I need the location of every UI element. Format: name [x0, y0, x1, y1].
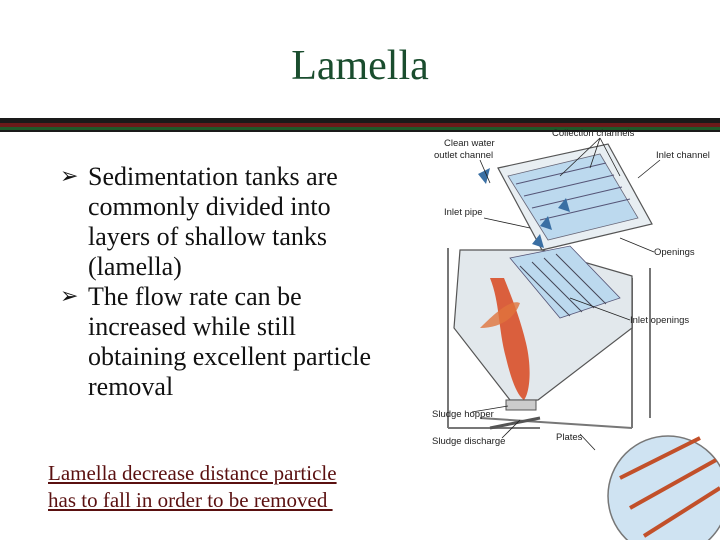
- bullet-item: ➢ Sedimentation tanks are commonly divid…: [60, 162, 380, 282]
- label-openings: Openings: [654, 247, 695, 258]
- footnote: Lamella decrease distance particle has t…: [48, 461, 337, 512]
- label-sludge-discharge: Sludge discharge: [432, 436, 505, 447]
- label-inlet-channel: Inlet channel: [656, 150, 710, 161]
- header-divider-bottom: [0, 130, 720, 132]
- sludge-region: [490, 278, 530, 400]
- header-divider: [0, 118, 720, 123]
- flow-arrows: [478, 168, 570, 248]
- slide-title: Lamella: [291, 43, 429, 89]
- label-inlet-openings: Inlet openings: [630, 315, 689, 326]
- bullet-text: Sedimentation tanks are commonly divided…: [88, 162, 338, 281]
- bullet-text: The flow rate can be increased while sti…: [88, 282, 371, 401]
- plates-magnifier: [607, 435, 720, 540]
- bullet-item: ➢ The flow rate can be increased while s…: [60, 282, 380, 402]
- tank-top: [497, 143, 653, 251]
- label-inlet-pipe: Inlet pipe: [444, 207, 483, 218]
- arrow-bullet-icon: ➢: [60, 284, 79, 309]
- header-divider-accent: [0, 123, 720, 127]
- callout-lines: [471, 137, 661, 451]
- label-sludge-hopper: Sludge hopper: [432, 409, 494, 420]
- lamella-clarifier-diagram: Clean water outlet channel Collection ch…: [432, 128, 720, 540]
- label-plates: Plates: [556, 432, 583, 443]
- arrow-bullet-icon: ➢: [60, 164, 79, 189]
- sludge-discharge-pipe: [489, 399, 541, 430]
- bullet-list: ➢ Sedimentation tanks are commonly divid…: [60, 162, 380, 402]
- label-collection-channels: Collection channels: [552, 128, 635, 139]
- header-divider-accent-2: [0, 127, 720, 130]
- label-clean-water: Clean water: [444, 138, 495, 149]
- tank-hopper: [453, 245, 633, 401]
- label-outlet-channel: outlet channel: [434, 150, 493, 161]
